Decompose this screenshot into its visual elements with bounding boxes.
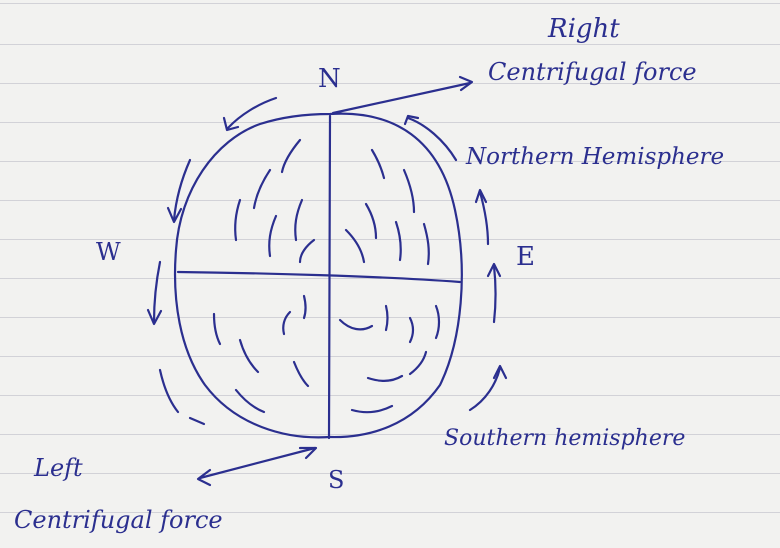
rotation-arrow-e1	[478, 190, 490, 246]
rotation-arrow-e2	[492, 264, 497, 324]
left-force-arrow-tail	[298, 446, 318, 460]
northern-hemisphere-label: Northern Hemisphere	[466, 144, 725, 170]
rotation-arrow-w1	[172, 158, 192, 222]
equator-line	[176, 270, 462, 284]
axis-line	[327, 114, 332, 440]
rotation-arrow-se	[468, 366, 502, 412]
rotation-arrow-e2-head	[486, 262, 502, 278]
right-force-arrow	[331, 81, 472, 115]
rotation-arrow-nw	[226, 96, 278, 130]
rotation-arrow-w2-head	[146, 308, 163, 326]
left-force-arrow	[198, 446, 317, 480]
rotation-arrow-sw1	[158, 368, 180, 414]
rotation-arrow-nw-head	[222, 116, 240, 132]
right-title: Right	[548, 14, 620, 44]
globe-outline	[173, 112, 463, 439]
rotation-arrow-e1-head	[474, 188, 488, 204]
right-force-arrowhead	[458, 75, 474, 92]
west-label: W	[96, 238, 121, 266]
left-title: Left	[34, 454, 83, 482]
left-force-arrowhead	[196, 468, 212, 487]
north-label: N	[318, 64, 341, 94]
rotation-arrow-ne	[406, 116, 458, 162]
right-force-label: Centrifugal force	[488, 58, 697, 86]
rotation-arrow-ne-head	[403, 114, 420, 126]
left-force-label: Centrifugal force	[14, 506, 223, 534]
east-label: E	[516, 242, 535, 272]
rotation-arrow-w2	[152, 260, 162, 324]
rotation-arrow-se-head	[492, 364, 508, 380]
south-label: S	[328, 466, 345, 494]
rotation-arrow-w1-head	[166, 206, 183, 224]
rotation-arrow-sw2	[188, 416, 206, 426]
southern-hemisphere-label: Southern hemisphere	[444, 426, 686, 451]
